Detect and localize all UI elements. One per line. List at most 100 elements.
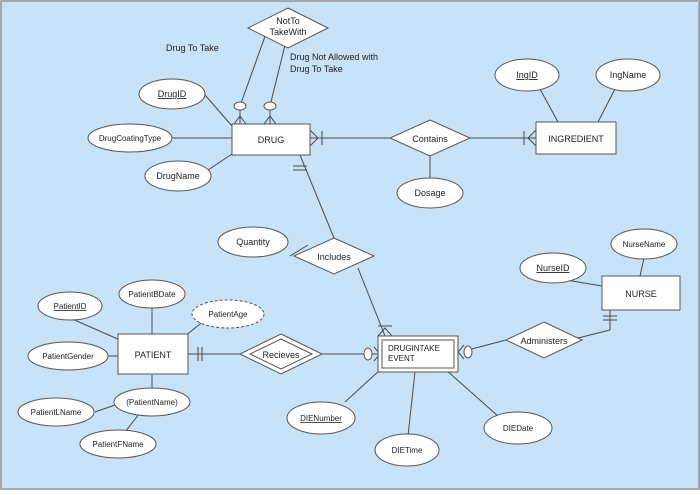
rel-includes-shape (292, 237, 376, 275)
entity-ingredient-box (535, 121, 617, 155)
attr-dietime-label: DIETime (392, 446, 423, 455)
rel-recieves-shape-inner (248, 338, 314, 370)
attr-patientfname-shape (79, 429, 157, 459)
line-nurse-administers (577, 329, 611, 339)
attr-drugname[interactable]: DrugName (144, 160, 212, 192)
attr-patientfname[interactable]: PatientFName (79, 429, 157, 459)
attr-diedate-shape (483, 411, 553, 445)
attr-dietime[interactable]: DIETime (374, 433, 440, 467)
attr-ingid[interactable]: IngID (494, 58, 560, 92)
role-label-drug-not-allowed-2: Drug To Take (290, 64, 343, 74)
attr-quantity[interactable]: Quantity (217, 226, 289, 258)
crowfoot-drug-right (263, 115, 277, 125)
cardinality-marks (197, 101, 617, 362)
line-nottotake-drug-right (269, 36, 288, 107)
attr-patientage-shape (191, 299, 265, 329)
line-includes-event (357, 267, 386, 337)
attr-ingname[interactable]: IngName (595, 58, 661, 92)
attr-dienumber-shape (286, 401, 356, 435)
attr-patientlname-shape (17, 397, 95, 427)
attr-drugcoatingtype-label: DrugCoatingType (99, 134, 162, 143)
attr-dosage-label: Dosage (414, 188, 445, 198)
line-event-diedate (445, 369, 499, 417)
entity-drug[interactable]: DRUG (231, 123, 311, 156)
role-label-drug-not-allowed-1: Drug Not Allowed with (290, 52, 378, 62)
entity-ingredient-label: INGREDIENT (548, 134, 604, 144)
attr-patientid[interactable]: PatientID (37, 291, 103, 321)
entity-event-label-1: DRUGINTAKE (388, 344, 440, 353)
rel-administers-label: Administers (520, 336, 568, 346)
rel-nottotakewith-shape (246, 7, 330, 49)
attr-diedate-label: DIEDate (503, 424, 534, 433)
attr-drugcoatingtype-shape (87, 123, 173, 153)
attr-patientage[interactable]: PatientAge (191, 299, 265, 329)
crowfoot-drug-left (233, 115, 247, 125)
attr-patientbdate-label: PatientBDate (128, 290, 176, 299)
entity-nurse-label: NURSE (625, 289, 657, 299)
line-drugname-drug (204, 153, 233, 173)
attr-ingname-label: IngName (610, 70, 647, 80)
rel-recieves[interactable]: Recieves (238, 333, 324, 375)
attr-patientname[interactable]: (PatientName) (113, 387, 191, 417)
rel-nottotakewith[interactable]: NotTo TakeWith (246, 7, 330, 49)
entity-drug-box (231, 123, 311, 156)
line-event-dienumber (344, 369, 381, 403)
attr-diedate[interactable]: DIEDate (483, 411, 553, 445)
rel-recieves-label: Recieves (262, 350, 300, 360)
attr-patientbdate-shape (118, 279, 186, 309)
attr-dienumber-label: DIENumber (300, 414, 342, 423)
line-event-dietime (407, 371, 416, 437)
entity-drugintake-event[interactable]: DRUGINTAKE EVENT (377, 335, 459, 373)
attr-dienumber[interactable]: DIENumber (286, 401, 356, 435)
attr-patientgender-shape (27, 341, 109, 371)
line-nursename-nurse (639, 257, 645, 277)
entity-nurse[interactable]: NURSE (601, 275, 681, 311)
rel-administers-shape (504, 321, 584, 359)
attr-ingid-shape (494, 58, 560, 92)
entity-patient[interactable]: PATIENT (117, 333, 189, 375)
entity-drug-label: DRUG (258, 135, 285, 145)
attr-nurseid-shape (519, 252, 587, 284)
attr-patientid-label: PatientID (54, 302, 87, 311)
rel-includes[interactable]: Includes (292, 237, 376, 275)
attr-nursename-shape (610, 228, 678, 260)
line-patientname-lname (94, 404, 116, 413)
attr-drugname-shape (144, 160, 212, 192)
attr-dosage[interactable]: Dosage (396, 177, 464, 209)
rel-contains-shape (388, 119, 472, 157)
line-nottotake-drug-left (239, 27, 269, 107)
attr-patientgender[interactable]: PatientGender (27, 341, 109, 371)
rel-contains[interactable]: Contains (388, 119, 472, 157)
attr-patientname-shape (113, 387, 191, 417)
entity-patient-box (117, 333, 189, 375)
attr-drugcoatingtype[interactable]: DrugCoatingType (87, 123, 173, 153)
line-drug-includes (299, 154, 335, 239)
rel-administers[interactable]: Administers (504, 321, 584, 359)
entity-event-box-inner (381, 339, 455, 369)
attr-patientlname[interactable]: PatientLName (17, 397, 95, 427)
attr-drugid[interactable]: DrugID (138, 78, 206, 110)
attr-patientage-label: PatientAge (208, 310, 248, 319)
attr-patientfname-label: PatientFName (92, 440, 144, 449)
line-ingid-ingredient (539, 88, 559, 123)
entity-ingredient[interactable]: INGREDIENT (535, 121, 617, 155)
cardinality-circle-event-right (463, 345, 473, 359)
attr-nurseid-label: NurseID (536, 263, 570, 273)
attr-drugid-shape (138, 78, 206, 110)
attr-patientname-label: (PatientName) (126, 398, 178, 407)
cardinality-circle-event-left (363, 347, 373, 361)
attr-patientbdate[interactable]: PatientBDate (118, 279, 186, 309)
rel-nottotakewith-label-2: TakeWith (269, 27, 306, 37)
attr-drugname-label: DrugName (156, 171, 200, 181)
attr-nurseid[interactable]: NurseID (519, 252, 587, 284)
attr-nursename-label: NurseName (623, 240, 666, 249)
cardinality-circle-drug-left (233, 101, 247, 111)
line-drugid-drug (204, 94, 233, 127)
line-patientid-patient (69, 317, 121, 341)
attr-nursename[interactable]: NurseName (610, 228, 678, 260)
connector-lines (69, 27, 645, 437)
attr-ingid-label: IngID (516, 70, 538, 80)
attr-drugid-label: DrugID (158, 89, 187, 99)
